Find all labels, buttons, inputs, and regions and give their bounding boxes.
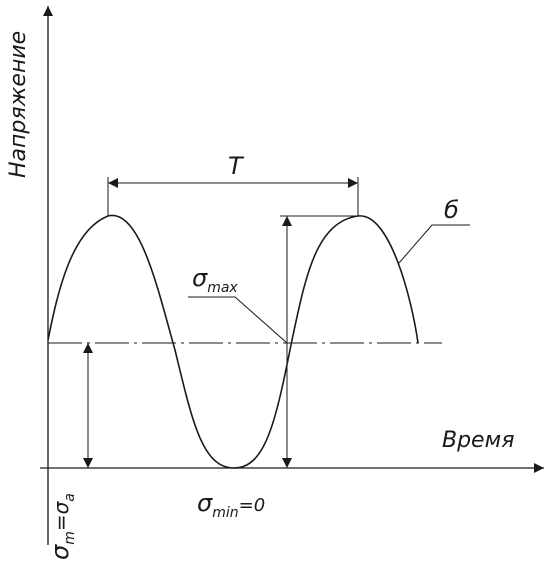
curve-label-leader (398, 224, 470, 264)
sigma-m-symbol: σ (46, 544, 74, 560)
sigma-equals-sigma: =σ (49, 500, 73, 531)
sigma-min-symbol: σ (197, 489, 213, 517)
sigma-max-symbol: σ (192, 264, 208, 292)
sigma-min-equals: =0 (239, 495, 266, 516)
y-axis-label: Напряжение (6, 31, 31, 178)
stress-curve (47, 214, 419, 469)
sigma-mean-amplitude-label: σm=σa (46, 493, 78, 560)
sigma-min-label: σmin=0 (197, 489, 265, 521)
period-label: T (228, 152, 245, 180)
sigma-a-subscript: a (62, 493, 78, 502)
x-axis-label: Время (442, 428, 514, 453)
curve-label: б (444, 196, 459, 224)
sigma-max-leader (188, 296, 288, 344)
sigma-max-subscript: max (207, 280, 238, 296)
sigma-max-label: σmax (192, 264, 238, 296)
sigma-m-subscript: m (62, 531, 78, 545)
sigma-min-subscript: min (212, 505, 238, 521)
